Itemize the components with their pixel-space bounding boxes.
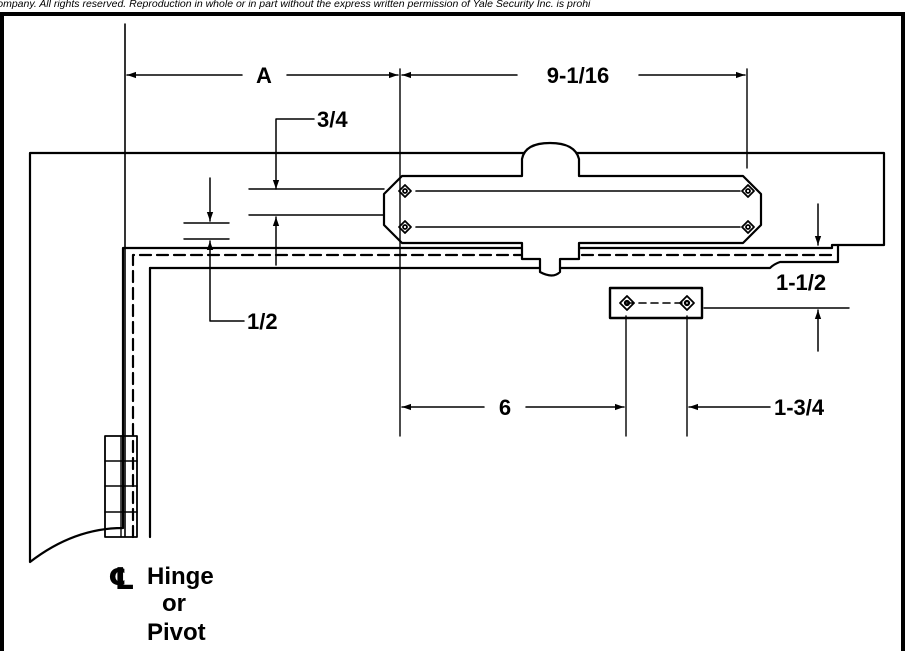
hinge-symbol bbox=[104, 435, 138, 538]
closer-holes bbox=[398, 184, 755, 234]
diagram-frame: A 9-1/16 3/4 1/2 1-1/2 6 1-3/4 ℄ Hinge o… bbox=[0, 12, 905, 651]
dimension-bracket-width-label: 1-3/4 bbox=[774, 395, 825, 420]
dimension-a-label: A bbox=[256, 63, 272, 88]
or-label: or bbox=[162, 590, 186, 617]
door-face-dashed bbox=[131, 253, 838, 539]
template-drawing: A 9-1/16 3/4 1/2 1-1/2 6 1-3/4 ℄ Hinge o… bbox=[4, 16, 901, 651]
copyright-text: company. All rights reserved. Reproducti… bbox=[0, 0, 591, 10]
dimension-frame-offset-label: 1/2 bbox=[247, 309, 278, 334]
frame-outline bbox=[28, 151, 886, 564]
door-outline bbox=[148, 244, 840, 270]
template-svg: A 9-1/16 3/4 1/2 1-1/2 6 1-3/4 ℄ Hinge o… bbox=[28, 23, 886, 646]
dimension-top-offset-label: 3/4 bbox=[317, 107, 348, 132]
pivot-label: Pivot bbox=[147, 619, 206, 646]
door-closer-body bbox=[382, 141, 763, 277]
arm-bracket bbox=[608, 286, 704, 320]
copyright-banner: company. All rights reserved. Reproducti… bbox=[0, 0, 905, 12]
dimension-width-label: 9-1/16 bbox=[547, 63, 609, 88]
hinge-label: Hinge bbox=[147, 563, 214, 590]
dimension-bracket-distance-label: 6 bbox=[499, 395, 511, 420]
centerline-symbol: ℄ bbox=[108, 562, 135, 597]
dimension-bracket-offset-label: 1-1/2 bbox=[776, 270, 826, 295]
